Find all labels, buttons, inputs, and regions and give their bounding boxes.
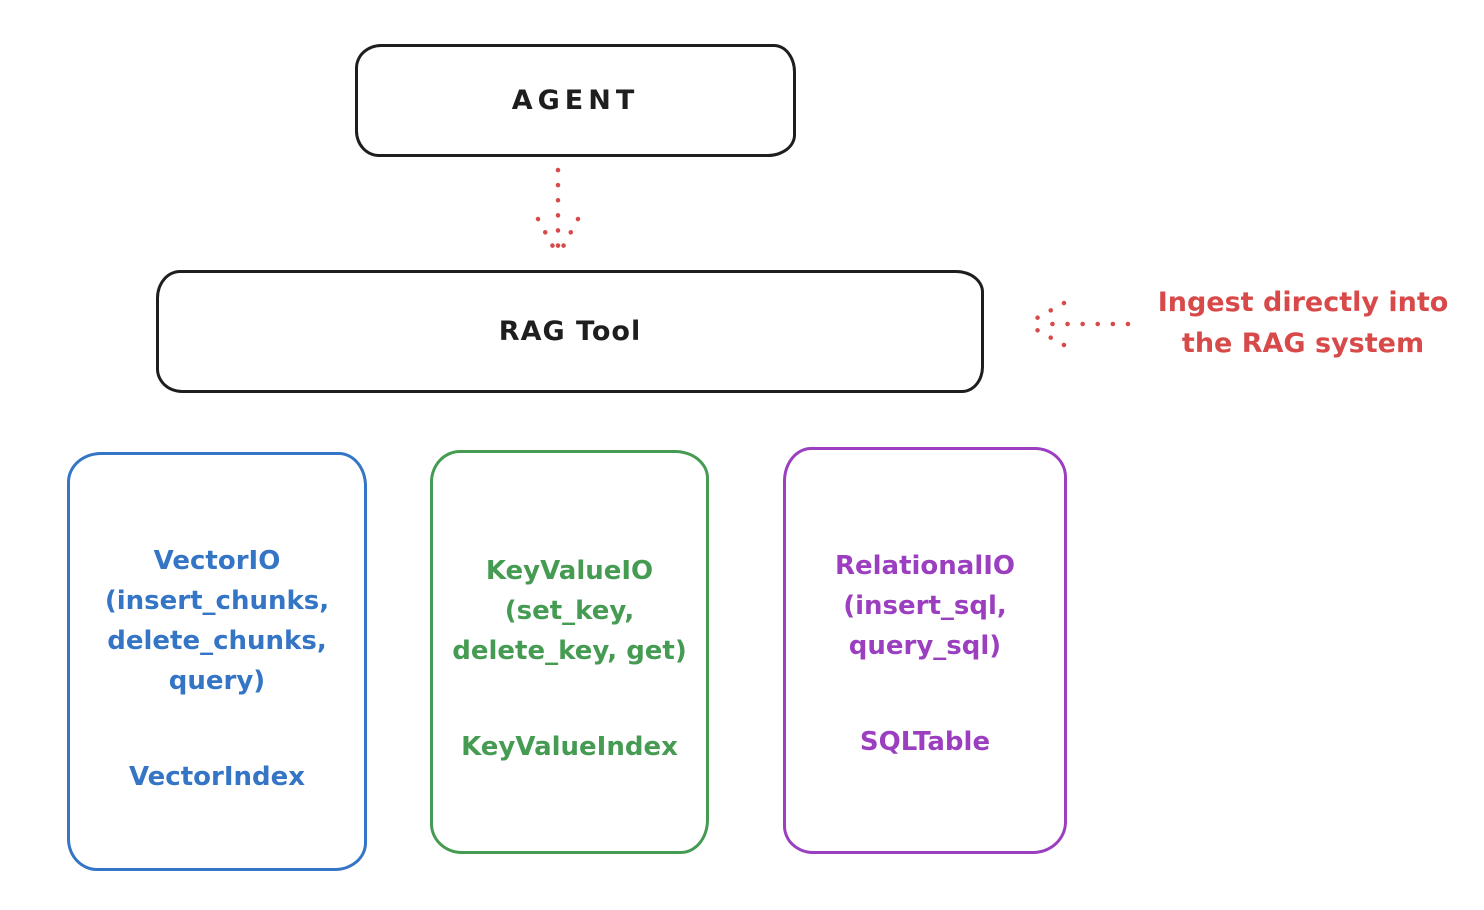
sql-table-label: SQLTable	[859, 727, 991, 757]
relational-io-card: RelationalIO (insert_sql, query_sql) SQL…	[783, 447, 1067, 854]
agent-to-rag-arrow-head-right	[556, 216, 581, 257]
vector-index-label: VectorIndex	[128, 762, 306, 792]
keyvalue-index-label: KeyValueIndex	[461, 732, 678, 762]
rag-tool-node-label: RAG Tool	[498, 316, 642, 347]
ingest-arrow-head-top	[1025, 300, 1067, 326]
agent-node: AGENT	[355, 44, 796, 157]
rag-tool-node: RAG Tool	[156, 270, 984, 393]
keyvalue-io-label: KeyValueIO (set_key, delete_key, get)	[452, 556, 687, 666]
vector-io-card: VectorIO (insert_chunks, delete_chunks, …	[67, 452, 367, 871]
vector-io-label: VectorIO (insert_chunks, delete_chunks, …	[104, 546, 330, 696]
relational-io-label: RelationalIO (insert_sql, query_sql)	[834, 551, 1016, 661]
ingest-annotation: Ingest directly into the RAG system	[1157, 287, 1449, 359]
agent-to-rag-arrow-head-left	[535, 216, 560, 257]
keyvalue-io-card: KeyValueIO (set_key, delete_key, get) Ke…	[430, 450, 709, 854]
agent-node-label: AGENT	[511, 85, 640, 116]
ingest-arrow-head-bottom	[1025, 322, 1067, 348]
